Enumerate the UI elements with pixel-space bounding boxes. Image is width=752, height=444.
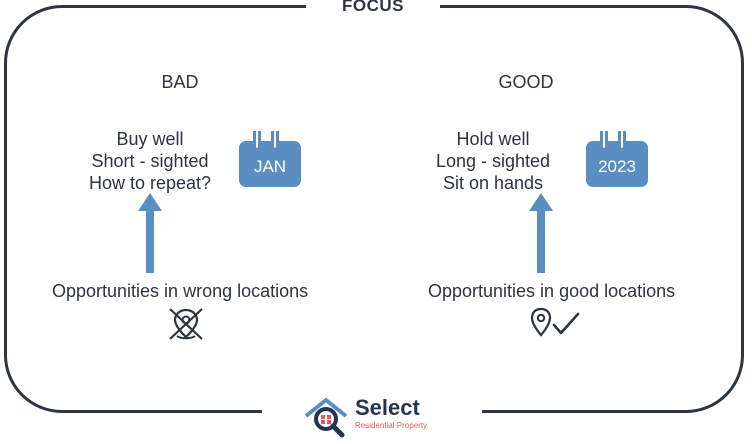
bad-caption: Opportunities in wrong locations (52, 281, 309, 301)
bad-point-3: How to repeat? (88, 173, 212, 193)
logo-gap (262, 398, 482, 428)
select-logo: Select Residential Property (302, 394, 442, 440)
bad-point-1: Buy well (116, 129, 184, 149)
diagram-title: FOCUS (342, 0, 404, 15)
crossed-location-pin-icon (169, 308, 203, 340)
location-pin-check-icon (530, 307, 580, 337)
bad-points: Buy well Short - sighted How to repeat? (70, 128, 230, 194)
good-point-2: Long - sighted (435, 151, 551, 171)
calendar-ring-icon (618, 131, 626, 151)
calendar-label: JAN (253, 157, 287, 176)
good-heading: GOOD (498, 72, 554, 92)
house-magnifier-icon (304, 398, 348, 438)
calendar-ring-icon (253, 131, 261, 151)
calendar-label: 2023 (598, 157, 636, 176)
good-point-1: Hold well (456, 129, 530, 149)
bad-point-2: Short - sighted (91, 151, 209, 171)
bad-heading: BAD (161, 72, 199, 92)
rounded-frame (4, 5, 744, 413)
up-arrow-icon (529, 193, 553, 273)
logo-tagline: Residential Property (355, 421, 428, 430)
up-arrow-icon (138, 193, 162, 273)
calendar-ring-icon (271, 131, 279, 151)
good-caption: Opportunities in good locations (428, 281, 676, 301)
good-points: Hold well Long - sighted Sit on hands (413, 128, 573, 194)
logo-name: Select (355, 395, 420, 420)
calendar-icon: 2023 (586, 141, 648, 187)
good-point-3: Sit on hands (442, 173, 544, 193)
calendar-icon: JAN (239, 141, 301, 187)
calendar-ring-icon (600, 131, 608, 151)
title-gap (306, 0, 440, 16)
